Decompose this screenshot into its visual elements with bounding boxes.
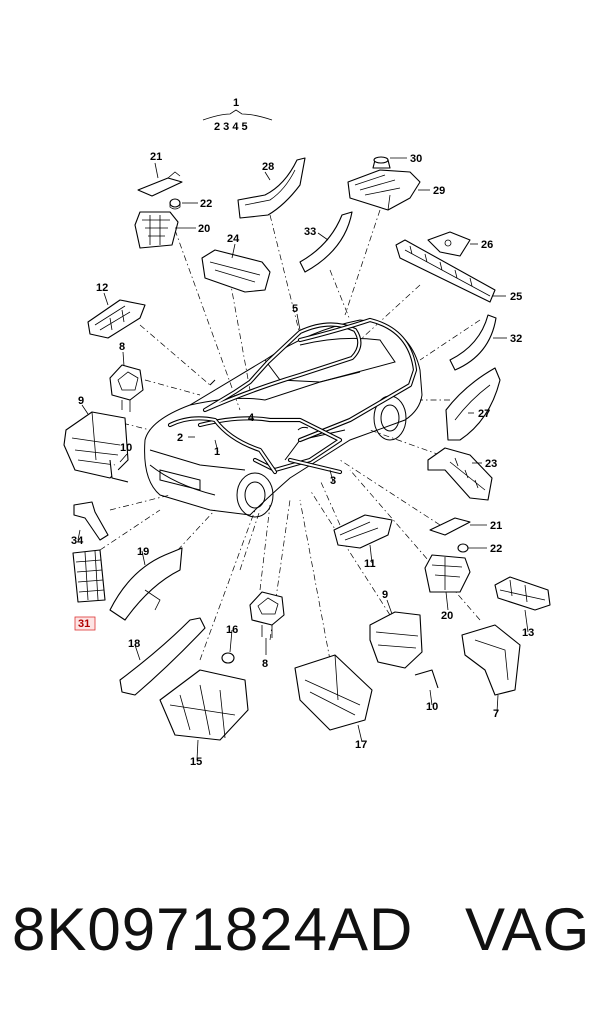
callout-10-bottom: 10 xyxy=(426,701,438,713)
callout-12: 12 xyxy=(96,282,108,294)
callout-31: 31 xyxy=(78,618,90,630)
callout-5: 5 xyxy=(292,303,298,315)
part-24-channel xyxy=(201,249,271,293)
part-23-duct xyxy=(427,447,493,501)
callout-29: 29 xyxy=(433,185,445,197)
part-29-housing xyxy=(347,169,421,211)
part-13-bracket xyxy=(494,576,551,611)
callout-2: 2 xyxy=(177,432,183,444)
part-30-cap xyxy=(372,156,391,169)
part-28-trim xyxy=(237,157,306,219)
callout-20-bottom: 20 xyxy=(441,610,453,622)
callout-17: 17 xyxy=(355,739,367,751)
callout-28: 28 xyxy=(262,161,274,173)
part-8-bottom-grommet xyxy=(249,591,285,638)
callout-20-top: 20 xyxy=(198,223,210,235)
callout-19: 19 xyxy=(137,546,149,558)
callout-32: 32 xyxy=(510,333,522,345)
brand-name: VAG xyxy=(465,896,591,963)
callout-26: 26 xyxy=(481,239,493,251)
callout-4: 4 xyxy=(248,412,255,424)
part-20-top-bracket xyxy=(134,211,179,249)
part-16-nut xyxy=(221,652,235,664)
group-children: 2 3 4 5 xyxy=(214,121,248,133)
part-27-cover xyxy=(445,367,501,441)
part-9-bottom-box xyxy=(369,611,423,669)
callout-15: 15 xyxy=(190,756,202,768)
part-17-tray xyxy=(294,654,373,731)
callout-11: 11 xyxy=(364,558,376,570)
part-9-top-box xyxy=(63,411,129,479)
part-15-tray xyxy=(159,669,249,741)
callout-22-top: 22 xyxy=(200,198,212,210)
part-33-strip xyxy=(299,211,353,273)
callout-23: 23 xyxy=(485,458,497,470)
callout-1: 1 xyxy=(214,446,220,458)
callout-8-top: 8 xyxy=(119,341,125,353)
callout-9-top: 9 xyxy=(78,395,84,407)
part-10-top-bracket xyxy=(109,459,129,483)
part-8-top-grommet xyxy=(109,364,144,412)
callout-34: 34 xyxy=(71,535,84,547)
part-31-grille xyxy=(72,549,106,603)
callouts: 21 22 20 28 30 29 24 33 26 25 12 5 32 8 … xyxy=(71,151,534,768)
callout-33: 33 xyxy=(304,226,316,238)
group-brace xyxy=(202,109,273,121)
callout-27: 27 xyxy=(478,408,490,420)
callout-3: 3 xyxy=(330,475,336,487)
parts-diagram: 1 2 3 4 5 xyxy=(63,97,551,768)
callout-13: 13 xyxy=(522,627,534,639)
part-7-cover xyxy=(461,624,521,696)
callout-7: 7 xyxy=(493,708,499,720)
part-10-bottom-bracket xyxy=(414,669,439,689)
part-34-bracket xyxy=(73,501,109,541)
part-21-bottom-cover xyxy=(429,517,471,536)
part-22-bottom-nut xyxy=(457,543,469,553)
part-18-strip xyxy=(119,617,206,696)
part-12-bracket xyxy=(87,299,146,339)
callout-21-bottom: 21 xyxy=(490,520,502,532)
part-22-top-nut xyxy=(169,198,181,210)
callout-9-bottom: 9 xyxy=(382,589,388,601)
door-seals xyxy=(167,317,418,475)
short-leaders xyxy=(77,157,529,761)
callout-25: 25 xyxy=(510,291,522,303)
part-26-plate xyxy=(427,231,471,257)
callout-31-highlight: 31 xyxy=(74,616,96,631)
callout-18: 18 xyxy=(128,638,140,650)
part-20-bottom-bracket xyxy=(424,554,471,593)
callout-10-top: 10 xyxy=(120,442,132,454)
group-header: 1 2 3 4 5 xyxy=(202,97,273,133)
callout-24: 24 xyxy=(227,233,240,245)
callout-16: 16 xyxy=(226,624,238,636)
group-title: 1 xyxy=(233,97,239,109)
callout-22-bottom: 22 xyxy=(490,543,502,555)
footer: 8K0971824AD VAG xyxy=(0,895,600,985)
part-32-strip xyxy=(449,314,497,371)
callout-8-bottom: 8 xyxy=(262,658,268,670)
part-19-trim xyxy=(109,547,183,621)
part-number: 8K0971824AD xyxy=(12,896,414,963)
part-21-top-cover xyxy=(137,171,183,197)
callout-21-top: 21 xyxy=(150,151,162,163)
callout-30: 30 xyxy=(410,153,422,165)
dashed-leaders xyxy=(99,209,481,661)
part-11-bracket xyxy=(333,514,393,549)
